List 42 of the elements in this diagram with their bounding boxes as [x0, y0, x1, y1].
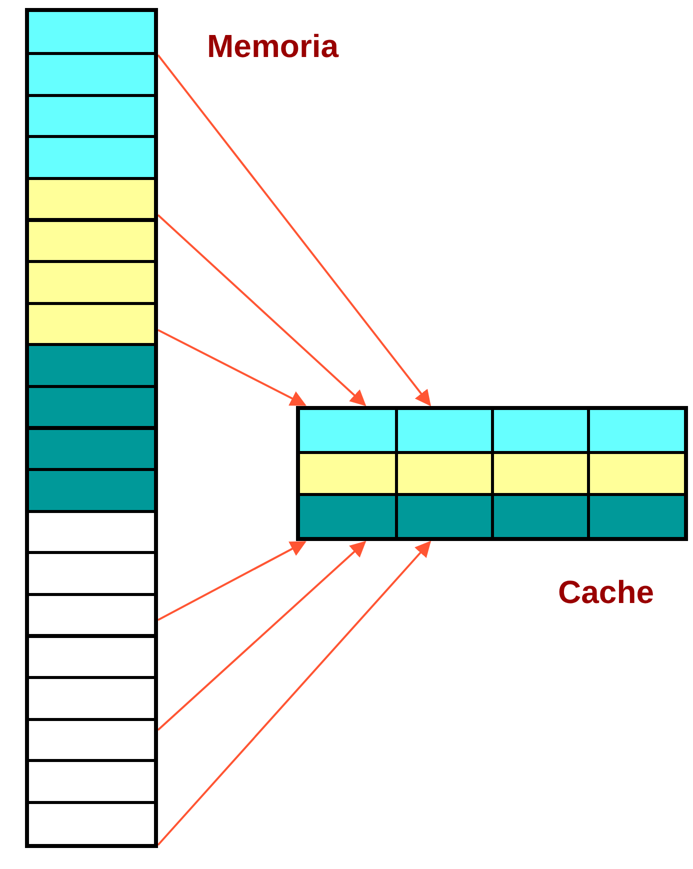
cache-cell: [590, 454, 684, 494]
memory-cell: [29, 430, 154, 468]
memory-cell: [29, 346, 154, 385]
memory-cell: [29, 804, 154, 844]
memory-cell: [29, 554, 154, 593]
cache-cell: [398, 454, 490, 494]
memory-cell: [29, 471, 154, 510]
memory-cell: [29, 55, 154, 94]
memory-cell: [29, 638, 154, 676]
memory-column: [25, 8, 158, 848]
arrow: [157, 540, 366, 731]
arrow: [157, 540, 432, 846]
cache-cell: [398, 410, 490, 451]
memory-cell: [29, 762, 154, 801]
cache-cell: [590, 410, 684, 451]
memory-cell: [29, 388, 154, 426]
memory-cell: [29, 180, 154, 218]
cache-cell: [590, 496, 684, 537]
cache-cell: [494, 410, 586, 451]
memory-cell: [29, 138, 154, 177]
cache-cell: [494, 496, 586, 537]
arrow: [158, 541, 306, 621]
cache-cell: [300, 454, 394, 494]
memory-cell: [29, 720, 154, 760]
heading: Cache: [558, 576, 654, 608]
cache-cell: [494, 454, 586, 494]
cache-cell: [300, 496, 394, 537]
cache-table: [296, 406, 688, 541]
memory-cell: [29, 304, 154, 344]
arrow: [158, 329, 306, 406]
arrow: [157, 214, 366, 406]
cache-cell: [300, 410, 394, 451]
memory-cell: [29, 96, 154, 136]
memory-cell: [29, 596, 154, 634]
memory-cell: [29, 12, 154, 52]
memory-cell: [29, 512, 154, 552]
memory-cell: [29, 263, 154, 302]
arrow: [157, 54, 431, 406]
heading: Memoria: [207, 30, 339, 62]
memory-cell: [29, 222, 154, 260]
cache-cell: [398, 496, 490, 537]
memory-cell: [29, 679, 154, 718]
